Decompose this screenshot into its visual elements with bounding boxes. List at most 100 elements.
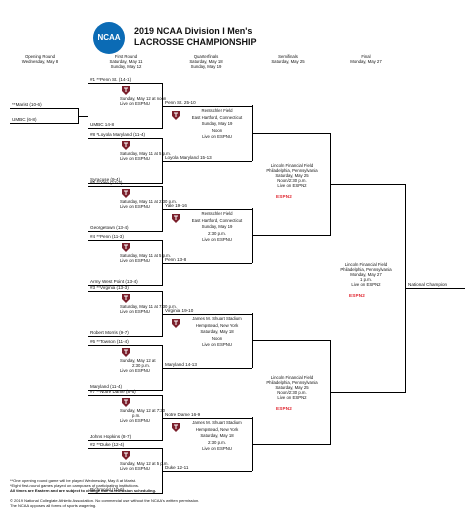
quarterfinal-team: Duke 12-11 [165, 465, 189, 470]
quarterfinal-site-info: Noon [211, 335, 223, 341]
quarterfinal-site-info: Hempstead, New York [195, 322, 239, 328]
quarterfinal-site-info: Sunday, May 19 [201, 121, 233, 126]
host-shield-icon [122, 141, 130, 150]
bracket-line [330, 184, 405, 185]
quarterfinal-site-info: Saturday, May 18 [200, 433, 234, 438]
first-round-tv: Live on ESPNU [120, 101, 150, 106]
first-round-team: UMBC 14-8 [90, 122, 114, 127]
bracket-line [88, 395, 162, 396]
host-shield-icon [122, 243, 130, 252]
quarterfinal-team: Penn St. 25-10 [165, 100, 196, 105]
espn2-logo: ESPN2 [276, 406, 293, 411]
bracket-line [162, 314, 252, 315]
host-shield-icon [172, 214, 180, 223]
bracket-line [252, 133, 330, 134]
opening-team-1: **Marist (10-6) [12, 102, 42, 107]
first-round-team: Maryland (11-4) [90, 384, 123, 389]
first-round-game-info: Sunday, May 12 at 7:30 [120, 408, 166, 413]
bracket-line [162, 161, 252, 162]
quarterfinal-site-info: Live on ESPNU [202, 342, 232, 347]
bracket-line [88, 231, 162, 232]
bracket-line [88, 291, 162, 292]
bracket-line [88, 390, 162, 391]
espn2-logo: ESPN2 [276, 194, 293, 199]
host-shield-icon [172, 111, 180, 120]
quarterfinal-team: Penn 13-8 [165, 257, 187, 262]
quarterfinal-site-info: Live on ESPNU [202, 446, 232, 451]
quarterfinal-site-info: East Hartford, Connecticut [191, 217, 243, 223]
first-round-game-info: Saturday, May 11 at 5 p.m. [120, 151, 171, 156]
bracket-line [252, 340, 330, 341]
bracket-line [88, 448, 162, 449]
host-shield-icon [172, 319, 180, 328]
opening-team-2: UMBC (6-8) [12, 117, 37, 122]
quarterfinal-team: Yale 19-16 [165, 203, 187, 208]
bracket-line [88, 440, 162, 441]
first-round-team: #8 *Loyola Maryland (11-4) [90, 132, 146, 137]
quarterfinal-site-info: 2:30 p.m. [208, 230, 226, 236]
first-round-tv: Live on ESPNU [120, 156, 150, 161]
first-round-team: Georgetown (13-4) [90, 225, 129, 230]
bracket-line [162, 106, 252, 107]
host-shield-icon [172, 423, 180, 432]
bracket-line [88, 240, 162, 241]
ncaa-logo: NCAA [93, 22, 125, 54]
bracket-line [162, 418, 252, 419]
host-shield-icon [122, 398, 130, 407]
first-round-team: #2 **Duke (12-4) [90, 442, 125, 447]
quarterfinal-site-info: Sunday, May 19 [201, 224, 233, 229]
bracket-line [88, 183, 162, 184]
first-round-team: #1 **Penn St. (14-1) [90, 77, 132, 82]
quarterfinal-site-info: James M. Shuart Stadium [192, 316, 242, 321]
bracket-line [252, 444, 330, 445]
bracket-line [162, 263, 252, 264]
first-round-tv: Live on ESPNU [120, 309, 150, 314]
quarterfinal-site-info: James M. Shuart Stadium [192, 420, 242, 425]
host-shield-icon [122, 451, 130, 460]
bracket-line [88, 186, 162, 187]
first-round-team: Robert Morris (9-7) [90, 330, 129, 335]
quarterfinal-site-info: East Hartford, Connecticut [191, 114, 243, 120]
first-round-game-info: 2:30 p.m. [132, 363, 150, 368]
first-round-team: Johns Hopkins (8-7) [90, 434, 132, 439]
first-round-team: Syracuse (9-4) [90, 177, 121, 182]
first-round-tv: Live on ESPNU [120, 204, 150, 209]
bracket-line [88, 285, 162, 286]
first-round-tv: Live on ESPNU [120, 258, 150, 263]
host-shield-icon [122, 86, 130, 95]
bracket-line [88, 138, 162, 139]
quarterfinal-team: Maryland 14-13 [165, 362, 197, 367]
bracket-line [88, 83, 162, 84]
footnotes: **One opening round game will be played … [10, 478, 200, 508]
first-round-team: Army West Point (13-4) [90, 279, 138, 284]
bracket-line [330, 392, 405, 393]
title-line2: LACROSSE CHAMPIONSHIP [134, 37, 257, 47]
host-shield-icon [122, 348, 130, 357]
first-round-tv: Live on ESPNU [120, 418, 150, 423]
first-round-tv: Live on ESPNU [120, 466, 150, 471]
first-round-team: Richmond (10-6) [90, 487, 125, 492]
quarterfinal-site-info: Noon [211, 127, 223, 133]
first-round-game-info: Sunday, May 12 at noon [120, 96, 167, 101]
bracket-line [162, 471, 252, 472]
quarterfinal-team: Loyola Maryland 15-13 [165, 155, 212, 160]
quarterfinal-team: Virginia 19-10 [165, 308, 194, 313]
first-round-game-info: Saturday, May 11 at 7:30 p.m. [120, 304, 177, 309]
bracket-line [88, 336, 162, 337]
quarterfinal-site-info: Saturday, May 18 [200, 329, 234, 334]
first-round-game-info: Saturday, May 11 at 2:30 p.m. [120, 199, 177, 204]
first-round-team: #6 **Towson (11-4) [90, 339, 129, 344]
quarterfinal-team: Notre Dame 16-9 [165, 412, 201, 417]
first-round-team: #5 **Yale (12-3) [90, 180, 123, 185]
bracket-line [162, 368, 252, 369]
first-round-team: #4 **Penn (11-3) [90, 234, 124, 239]
quarterfinal-site-info: Live on ESPNU [202, 134, 232, 139]
bracket-line [252, 235, 330, 236]
